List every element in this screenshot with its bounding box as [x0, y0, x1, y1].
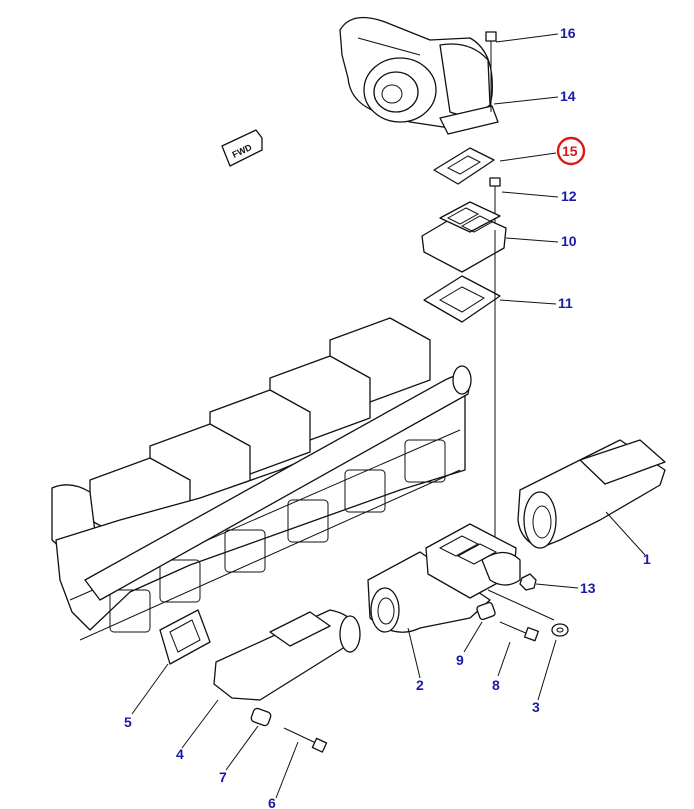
callout-10[interactable]: 10: [561, 233, 577, 249]
callout-16[interactable]: 16: [560, 25, 576, 41]
gasket-11: [423, 275, 501, 323]
manifold-1: [517, 439, 666, 549]
bolt-6: [283, 727, 328, 753]
leader-lines: [131, 33, 646, 799]
callout-11[interactable]: 11: [558, 295, 573, 311]
callout-13[interactable]: 13: [580, 580, 596, 596]
connector-10: [421, 201, 507, 273]
callout-3[interactable]: 3: [532, 699, 540, 715]
bolt-16: [485, 31, 497, 112]
callout-1[interactable]: 1: [643, 551, 651, 567]
callout-15[interactable]: 15: [562, 143, 578, 159]
callout-6[interactable]: 6: [268, 795, 276, 809]
nut-13: [519, 573, 537, 591]
manifold-2: [367, 523, 521, 633]
turbocharger: [339, 16, 499, 135]
callout-7[interactable]: 7: [219, 769, 227, 785]
callout-4[interactable]: 4: [176, 746, 184, 762]
callout-9[interactable]: 9: [456, 652, 464, 668]
spacer-9: [476, 601, 496, 621]
cylinder-heads: [51, 317, 472, 641]
callout-14[interactable]: 14: [560, 88, 576, 104]
bolt-8: [499, 621, 539, 642]
callouts: 16 14 15 12 10 11 1 13 9 8 2 3 5 4 7 6: [124, 25, 651, 809]
callout-12[interactable]: 12: [561, 188, 577, 204]
forward-direction-sign: FWD: [221, 129, 263, 167]
spacer-7: [250, 707, 272, 727]
gasket-15: [433, 147, 495, 185]
manifold-4: [213, 609, 361, 701]
washer-3: [551, 623, 569, 637]
callout-8[interactable]: 8: [492, 677, 500, 693]
callout-15-highlight: [556, 136, 586, 166]
callout-5[interactable]: 5: [124, 714, 132, 730]
gasket-5: [159, 609, 211, 665]
callout-2[interactable]: 2: [416, 677, 424, 693]
